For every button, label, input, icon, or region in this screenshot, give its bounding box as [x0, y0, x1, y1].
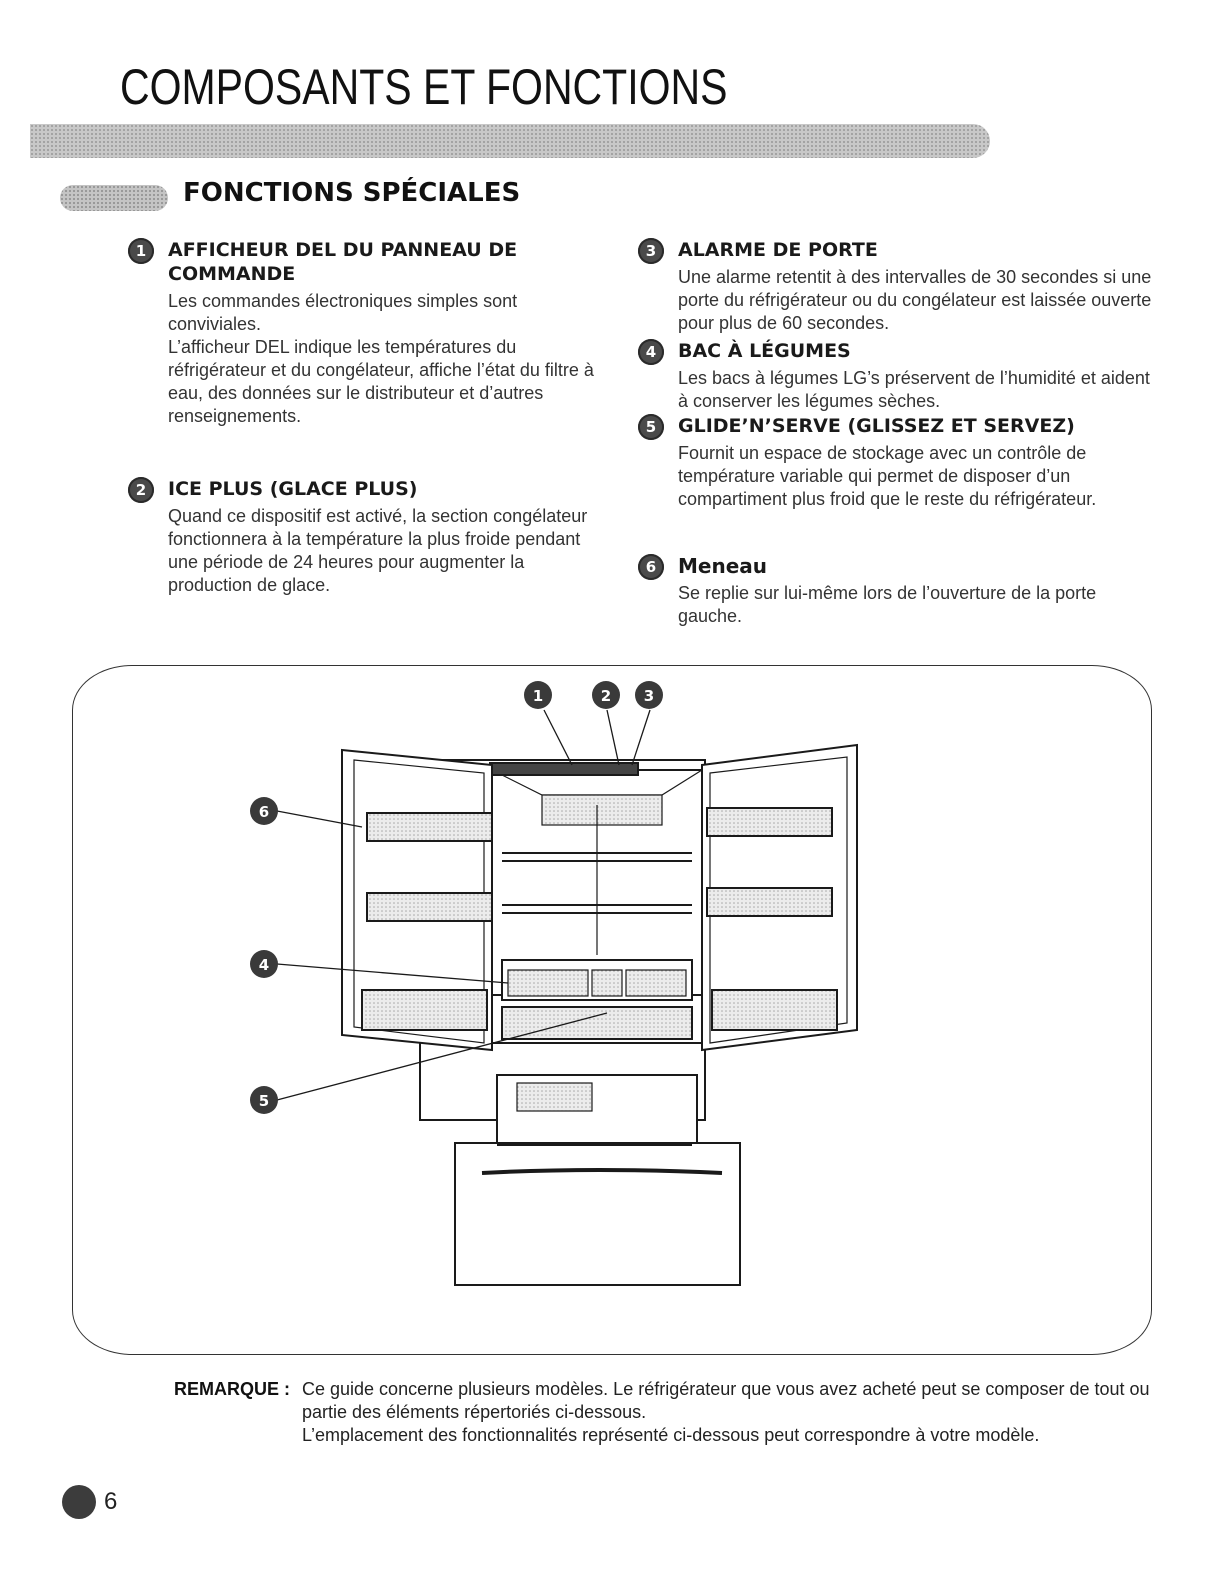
feature-3: 3 ALARME DE PORTE Une alarme retentit à … — [638, 238, 1158, 335]
page-number: 6 — [104, 1488, 118, 1515]
svg-text:2: 2 — [601, 687, 611, 705]
callout-badge-4: 4 — [250, 950, 278, 978]
feature-number-badge: 3 — [638, 238, 664, 264]
callout-leader-lines — [276, 709, 651, 1101]
feature-number-badge: 6 — [638, 554, 664, 580]
feature-title: ICE PLUS (GLACE PLUS) — [168, 478, 418, 500]
refrigerator-diagram: 1 2 3 6 4 5 — [250, 681, 858, 1286]
refrigerator-illustration — [341, 743, 858, 1286]
feature-number-badge: 5 — [638, 414, 664, 440]
svg-text:4: 4 — [259, 956, 269, 974]
feature-title: GLIDE’N’SERVE (GLISSEZ ET SERVEZ) — [678, 415, 1075, 437]
feature-2: 2 ICE PLUS (GLACE PLUS) Quand ce disposi… — [128, 477, 608, 597]
feature-1: 1 AFFICHEUR DEL DU PANNEAU DE COMMANDE L… — [128, 238, 608, 428]
callout-badge-2: 2 — [592, 681, 620, 709]
feature-description: Les commandes électroniques simples sont… — [168, 291, 594, 426]
callout-badge-1: 1 — [524, 681, 552, 709]
feature-4: 4 BAC À LÉGUMES Les bacs à légumes LG’s … — [638, 339, 1158, 413]
section-decoration-pill — [60, 185, 168, 211]
feature-6: 6 Meneau Se replie sur lui-même lors de … — [638, 554, 1158, 628]
feature-description: Fournit un espace de stockage avec un co… — [678, 443, 1097, 509]
note: REMARQUE : Ce guide concerne plusieurs m… — [174, 1378, 1150, 1445]
feature-5: 5 GLIDE’N’SERVE (GLISSEZ ET SERVEZ) Four… — [638, 414, 1158, 511]
svg-text:1: 1 — [533, 687, 543, 705]
lg-logo-icon — [62, 1485, 96, 1519]
feature-number-badge: 4 — [638, 339, 664, 365]
feature-title: BAC À LÉGUMES — [678, 340, 851, 362]
svg-text:6: 6 — [259, 803, 269, 821]
feature-description: Les bacs à légumes LG’s préservent de l’… — [678, 368, 1150, 411]
title-decoration-bar — [30, 124, 990, 158]
note-text: Ce guide concerne plusieurs modèles. Le … — [302, 1379, 1150, 1445]
callout-badge-5: 5 — [250, 1086, 278, 1114]
feature-number-badge: 1 — [128, 238, 154, 264]
feature-number-badge: 2 — [128, 477, 154, 503]
feature-title: Meneau — [678, 554, 768, 578]
svg-text:3: 3 — [644, 687, 654, 705]
diagram-frame — [72, 665, 1152, 1355]
page-title: COMPOSANTS ET FONCTIONS — [120, 59, 728, 115]
note-label: REMARQUE : — [174, 1379, 290, 1399]
svg-text:5: 5 — [259, 1092, 269, 1110]
feature-title: AFFICHEUR DEL DU PANNEAU DE COMMANDE — [168, 239, 518, 285]
feature-description: Une alarme retentit à des intervalles de… — [678, 267, 1152, 333]
feature-description: Quand ce dispositif est activé, la secti… — [168, 506, 588, 595]
feature-description: Se replie sur lui-même lors de l’ouvertu… — [678, 583, 1097, 626]
callout-badge-3: 3 — [635, 681, 663, 709]
feature-title: ALARME DE PORTE — [678, 239, 878, 261]
section-title: FONCTIONS SPÉCIALES — [183, 178, 521, 208]
callout-badge-6: 6 — [250, 797, 278, 825]
